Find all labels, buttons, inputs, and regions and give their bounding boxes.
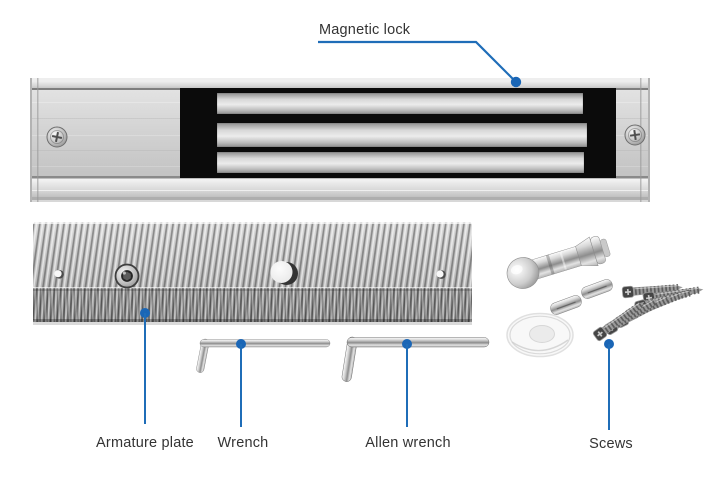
wrench-callout-line <box>240 344 242 427</box>
screws-label: Scews <box>589 436 633 452</box>
allen-wrench-callout-line <box>406 344 408 427</box>
wrench-image <box>196 338 331 373</box>
lock-face-screw-left <box>46 126 68 148</box>
sleeve-pin-1 <box>548 293 584 317</box>
armature-plate-label: Armature plate <box>96 435 194 451</box>
callout-dot <box>510 76 522 88</box>
barrel-bolt <box>506 235 611 289</box>
allen-wrench-label: Allen wrench <box>365 435 451 451</box>
washer <box>506 312 574 358</box>
armature-plate-image <box>33 222 472 325</box>
armature-plate-callout-line <box>144 313 146 424</box>
magnetic-lock-callout-line <box>318 40 522 88</box>
magnetic-lock-image <box>30 78 650 202</box>
magnetic-lock-label: Magnetic lock <box>319 22 411 38</box>
magnet-pole-strips <box>216 92 588 174</box>
sleeve-pin-2 <box>579 277 615 301</box>
lock-face-screw-right <box>624 124 646 146</box>
hardware-group-image <box>506 235 710 358</box>
plate-hole-right <box>436 270 446 279</box>
allen-wrench-image <box>341 336 490 382</box>
screws-callout-line <box>608 344 610 430</box>
plate-hole-left <box>54 270 64 279</box>
plate-guide-peg <box>270 261 298 285</box>
plate-socket-screw <box>114 263 140 289</box>
wrench-label: Wrench <box>217 435 269 451</box>
